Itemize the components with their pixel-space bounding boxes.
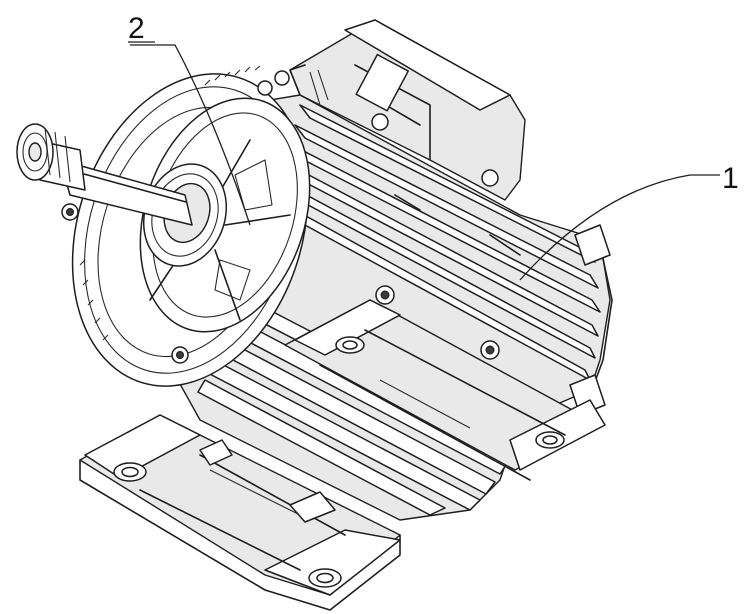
cooling-fins bbox=[197, 104, 601, 516]
callout-1: 1 bbox=[519, 162, 739, 281]
callout-2-label: 2 bbox=[128, 12, 145, 45]
callout-2: 2 bbox=[128, 12, 251, 226]
terminal-box bbox=[289, 19, 526, 201]
side-mounting-foot bbox=[284, 285, 606, 481]
callout-1-label: 1 bbox=[722, 162, 739, 195]
motor-shaft bbox=[16, 123, 193, 226]
base-mounting-foot bbox=[79, 414, 401, 611]
